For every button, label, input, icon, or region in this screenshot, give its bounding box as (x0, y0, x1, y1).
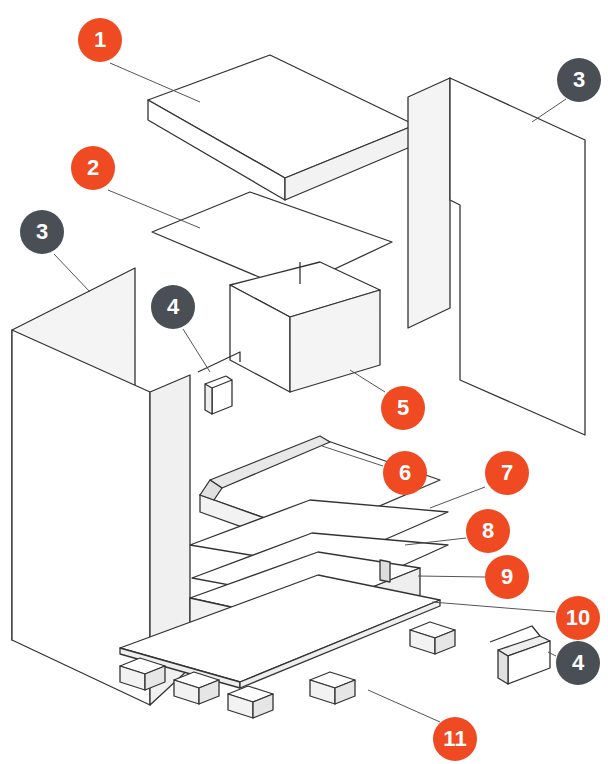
callout-number: 8 (482, 520, 494, 542)
skid-blocks (120, 622, 455, 718)
callout-number: 7 (501, 462, 513, 484)
callout-circle: 11 (433, 717, 477, 761)
callout-circle: 4 (556, 641, 600, 685)
callout-circle: 9 (485, 555, 529, 599)
callout-circle: 7 (485, 451, 529, 495)
callout-number: 4 (167, 296, 179, 318)
callout-number: 4 (572, 652, 584, 674)
callout-circle: 8 (466, 509, 510, 553)
lid (148, 55, 415, 200)
callout-number: 5 (397, 397, 409, 419)
callout-number: 2 (87, 157, 99, 179)
callout-number: 10 (566, 607, 590, 629)
callout-number: 9 (501, 566, 513, 588)
callout-number: 3 (36, 221, 48, 243)
callout-circle: 4 (151, 285, 195, 329)
callout-circle: 6 (383, 451, 427, 495)
callout-circle: 3 (557, 58, 601, 102)
callout-number: 6 (399, 462, 411, 484)
base-board (120, 575, 440, 688)
callout-number: 3 (573, 69, 585, 91)
callout-circle: 3 (20, 210, 64, 254)
callout-circle: 1 (78, 18, 122, 62)
corner-block (198, 352, 240, 414)
callout-circle: 2 (71, 146, 115, 190)
leader-lines (54, 63, 566, 722)
inner-box (230, 262, 380, 392)
callout-number: 1 (94, 29, 106, 51)
corner-block (490, 626, 550, 684)
callout-circle: 10 (556, 596, 600, 640)
callout-number: 11 (443, 728, 466, 750)
side-panel-right (408, 78, 585, 435)
callout-circle: 5 (381, 386, 425, 430)
